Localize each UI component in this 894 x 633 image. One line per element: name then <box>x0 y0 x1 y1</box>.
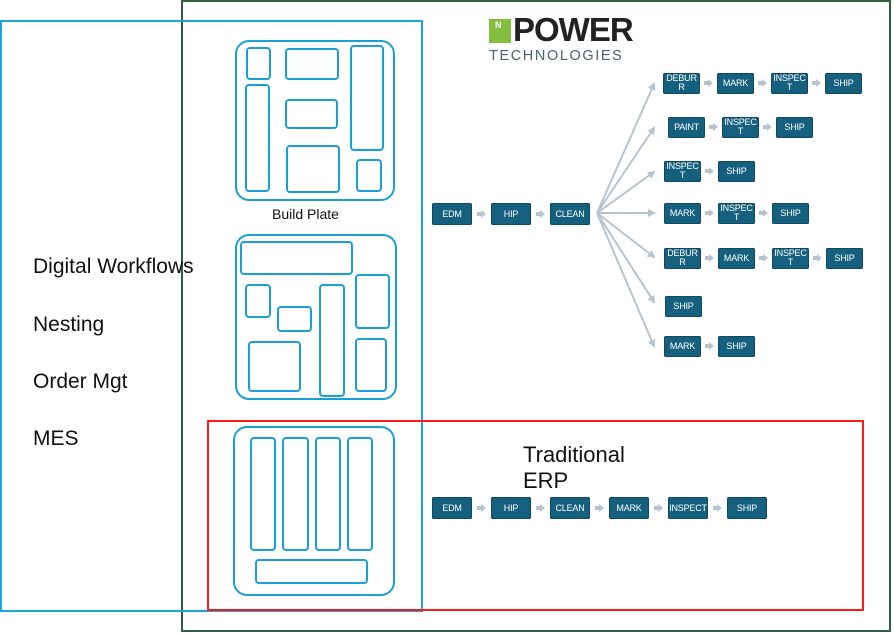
plate1-part <box>285 99 338 129</box>
plate2-part <box>248 341 301 392</box>
process-step-deburr: DEBUR R <box>664 247 701 269</box>
plate1-part <box>286 145 340 193</box>
process-step-mark: MARK <box>717 72 754 94</box>
flow-arrow-icon <box>705 342 714 350</box>
logo-subtitle: TECHNOLOGIES <box>489 48 624 64</box>
flow-arrow-icon <box>709 123 718 131</box>
npower-logo-mark: N <box>489 19 511 43</box>
traditional-erp-frame <box>207 420 864 611</box>
plate1-part <box>356 159 382 192</box>
plate3-part <box>315 437 341 551</box>
flow-arrow-icon <box>704 79 713 87</box>
plate2-part <box>245 284 271 318</box>
build-plate-1 <box>235 40 395 201</box>
process-step-mark: MARK <box>664 335 701 357</box>
flow-arrow-icon <box>654 504 663 512</box>
label-digital-workflows: Digital Workflows <box>33 255 194 278</box>
process-step-paint: PAINT <box>668 116 705 138</box>
process-step-clean: CLEAN <box>550 203 590 225</box>
flow-arrow-icon <box>813 254 822 262</box>
process-step-edm: EDM <box>432 497 472 519</box>
plate2-part <box>240 241 353 275</box>
process-step-ship: SHIP <box>718 160 755 182</box>
process-step-hip: HIP <box>491 203 531 225</box>
traditional-erp-title: Traditional ERP <box>523 442 625 493</box>
branch-arrow-7 <box>596 212 656 348</box>
process-step-hip: HIP <box>491 497 531 519</box>
process-step-inspect: INSPEC T <box>771 72 808 94</box>
overall-frame <box>181 0 891 632</box>
process-step-ship: SHIP <box>825 72 862 94</box>
flow-arrow-icon <box>758 79 767 87</box>
flow-arrow-icon <box>812 79 821 87</box>
flow-arrow-icon <box>763 123 772 131</box>
process-step-ship: SHIP <box>776 116 813 138</box>
plate1-part <box>350 45 384 151</box>
flow-arrow-icon <box>536 210 545 218</box>
branch-arrow-2 <box>596 126 656 214</box>
logo-word: POWER <box>513 11 634 48</box>
plate3-part <box>255 559 368 584</box>
flow-arrow-icon <box>595 504 604 512</box>
build-plate-2 <box>235 234 397 400</box>
flow-arrow-icon <box>477 210 486 218</box>
plate2-part <box>277 306 312 332</box>
logo-mark-letter: N <box>495 20 502 30</box>
plate1-part <box>246 47 271 80</box>
label-order-mgt: Order Mgt <box>33 370 128 393</box>
process-step-mark: MARK <box>609 497 649 519</box>
process-step-clean: CLEAN <box>550 497 590 519</box>
plate2-part <box>355 338 387 392</box>
process-step-mark: MARK <box>664 202 701 224</box>
process-step-ship: SHIP <box>826 247 863 269</box>
flow-arrow-icon <box>759 254 768 262</box>
process-step-edm: EDM <box>432 203 472 225</box>
flow-arrow-icon <box>536 504 545 512</box>
label-mes: MES <box>33 427 79 450</box>
process-step-ship: SHIP <box>727 497 767 519</box>
plate2-part <box>319 284 345 397</box>
process-step-inspect: INSPECT <box>668 497 708 519</box>
plate2-part <box>355 274 390 329</box>
plate3-part <box>282 437 309 551</box>
branch-arrow-1 <box>596 82 656 214</box>
flow-arrow-icon <box>477 504 486 512</box>
label-nesting: Nesting <box>33 313 105 336</box>
process-step-ship: SHIP <box>772 202 809 224</box>
process-step-inspect: INSPEC T <box>664 160 701 182</box>
process-step-inspect: INSPEC T <box>722 116 759 138</box>
digital-workflows-frame <box>0 20 423 612</box>
branch-arrow-3 <box>596 170 656 214</box>
flow-arrow-icon <box>705 167 714 175</box>
flow-arrow-icon <box>705 209 714 217</box>
branch-arrow-5 <box>596 212 656 259</box>
process-step-ship: SHIP <box>718 335 755 357</box>
process-step-mark: MARK <box>718 247 755 269</box>
process-step-inspect: INSPEC T <box>772 247 809 269</box>
flow-arrow-icon <box>705 254 714 262</box>
build-plate-3 <box>233 426 395 596</box>
process-step-ship: SHIP <box>665 295 702 317</box>
build-plate-caption: Build Plate <box>272 206 339 222</box>
flow-arrow-icon <box>759 209 768 217</box>
plate1-part <box>285 48 339 80</box>
plate3-part <box>347 437 373 551</box>
process-step-deburr: DEBUR R <box>663 72 700 94</box>
flow-arrow-icon <box>713 504 722 512</box>
process-step-inspect: INSPEC T <box>718 202 755 224</box>
plate1-part <box>245 84 270 192</box>
plate3-part <box>250 437 276 551</box>
branch-arrow-6 <box>596 212 656 304</box>
